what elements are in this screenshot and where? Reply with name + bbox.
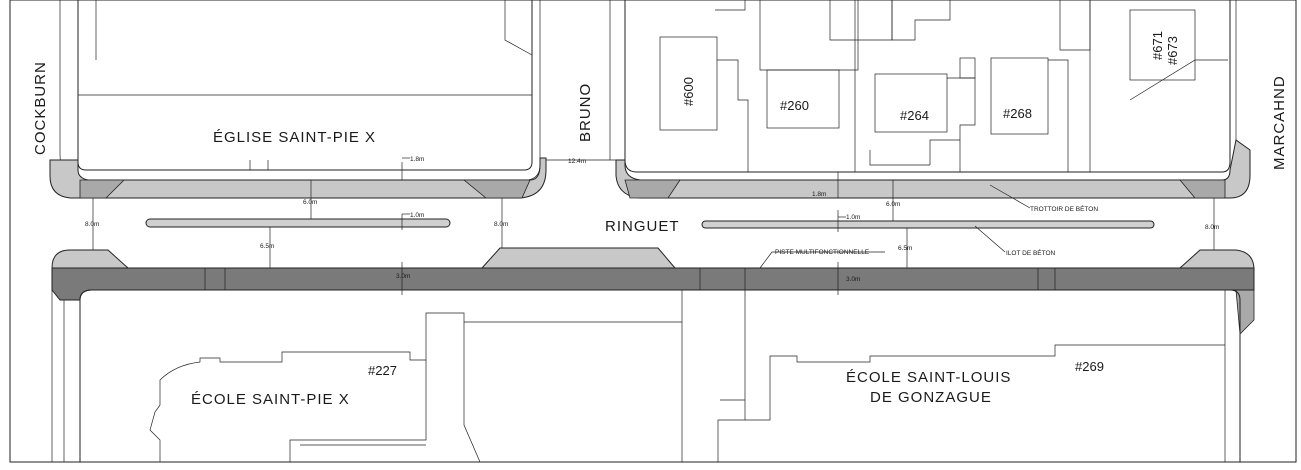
address-600: #600 (681, 77, 696, 106)
dimension-lines (92, 157, 1215, 295)
street-label-cockburn: COCKBURN (32, 61, 49, 155)
dim-8-0-right: 8.0m (1205, 224, 1219, 231)
dim-8-0-left: 8.0m (85, 221, 99, 228)
building-label-ecole-pie: ÉCOLE SAINT-PIE X (191, 391, 350, 408)
dim-1-8-right: 1.8m (812, 191, 826, 198)
annotation-trottoir: TROTTOIR DE BÉTON (1030, 204, 1098, 213)
annotation-piste: PISTE MULTIFONCTIONNELLE (775, 249, 870, 256)
dim-6-0-left: 6.0m (303, 199, 317, 206)
dim-12-4: 12.4m (568, 158, 586, 165)
dim-3-0-right: 3.0m (846, 276, 860, 283)
median-island-west (145, 218, 451, 228)
address-268: #268 (1003, 106, 1032, 121)
dim-6-0-right: 6.0m (886, 201, 900, 208)
building-label-ecole-louis-1: ÉCOLE SAINT-LOUIS (846, 369, 1011, 386)
dim-1-0-right: 1.0m (846, 214, 860, 221)
dim-6-5-right: 6.5m (898, 245, 912, 252)
annotation-ilot: ILOT DE BÉTON (1006, 248, 1056, 257)
dim-1-0-left: 1.0m (410, 212, 424, 219)
north-buildings (59, 0, 1231, 181)
dim-3-0-left: 3.0m (396, 273, 410, 280)
dim-8-0-mid: 8.0m (494, 221, 508, 228)
address-264: #264 (900, 108, 929, 123)
building-label-eglise: ÉGLISE SAINT-PIE X (213, 129, 376, 146)
address-673: #673 (1165, 36, 1180, 65)
street-label-ringuet: RINGUET (605, 218, 680, 235)
street-label-marcahnd: MARCAHND (1271, 75, 1288, 170)
dim-1-8-top: 1.8m (410, 156, 424, 163)
address-671: #671 (1150, 31, 1165, 60)
address-269: #269 (1075, 359, 1104, 374)
south-buildings (51, 289, 1241, 463)
north-sidewalk (49, 139, 1251, 199)
address-260: #260 (780, 98, 809, 113)
address-227: #227 (368, 363, 397, 378)
median-island-east (701, 220, 1155, 229)
building-label-ecole-louis-2: DE GONZAGUE (870, 389, 992, 406)
drawing-frame (9, 0, 1297, 463)
bike-path (51, 267, 1255, 301)
dim-6-5-left: 6.5m (260, 243, 274, 250)
street-label-bruno: BRUNO (577, 83, 594, 142)
